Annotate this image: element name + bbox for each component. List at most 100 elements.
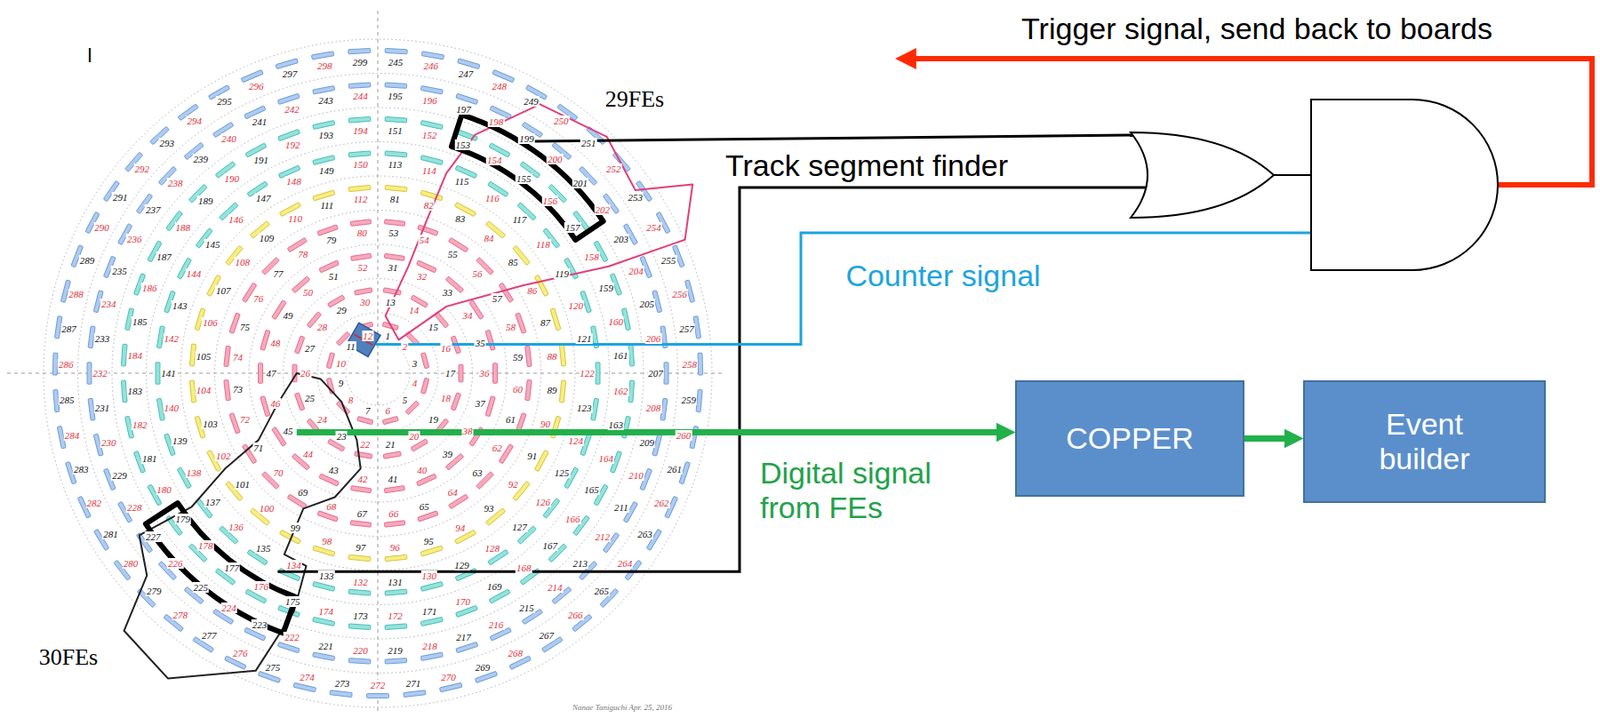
board-number: 259 — [680, 394, 697, 406]
board-number: 296 — [248, 80, 265, 92]
readout-board — [258, 363, 264, 384]
board-number: 15 — [427, 321, 440, 333]
board-number: 283 — [72, 464, 90, 475]
readout-board — [354, 451, 373, 459]
board-number: 118 — [535, 239, 552, 250]
readout-board — [485, 329, 496, 351]
readout-board — [664, 362, 669, 384]
board-number: 288 — [67, 288, 85, 300]
board-number: 90 — [539, 418, 552, 430]
board-number: 209 — [638, 437, 656, 448]
board-number: 265 — [592, 585, 610, 597]
board-number: 53 — [387, 227, 400, 239]
board-number: 221 — [317, 640, 335, 652]
board-number: 290 — [93, 222, 111, 233]
layer-circle — [317, 312, 439, 434]
readout-board — [384, 151, 408, 158]
board-number: 8 — [347, 394, 355, 406]
readout-board — [628, 380, 635, 403]
board-number: 233 — [94, 333, 112, 344]
board-number: 120 — [567, 300, 584, 312]
board-number: 98 — [320, 536, 333, 547]
board-number: 66 — [387, 508, 400, 520]
readout-board — [348, 151, 371, 158]
board-number: 219 — [386, 645, 404, 656]
board-number: 236 — [126, 233, 144, 245]
board-number: 103 — [201, 418, 219, 430]
board-number: 73 — [232, 384, 244, 395]
readout-board — [319, 473, 340, 487]
board-number: 50 — [302, 287, 314, 298]
board-number: 224 — [220, 602, 238, 614]
board-number: 17 — [444, 368, 456, 379]
process-box: COPPER — [1015, 380, 1245, 497]
readout-board — [456, 605, 479, 617]
board-number: 266 — [567, 609, 584, 621]
board-number: 131 — [386, 576, 404, 588]
board-number: 294 — [185, 115, 203, 127]
and-gate — [1311, 99, 1498, 271]
board-number: 292 — [133, 163, 151, 175]
board-number: 127 — [511, 521, 528, 533]
board-number: 223 — [251, 619, 269, 631]
readout-board — [421, 51, 444, 60]
layer-circle — [215, 210, 542, 537]
board-number: 170 — [455, 596, 472, 608]
board-number: 16 — [440, 343, 452, 354]
readout-board — [354, 288, 373, 296]
board-number: 26 — [299, 368, 312, 379]
readout-board — [450, 392, 461, 411]
board-number: 207 — [647, 368, 664, 379]
board-number: 41 — [387, 473, 400, 485]
signal-label: Track segment finder — [725, 148, 1008, 184]
board-number: 144 — [185, 268, 203, 280]
board-number: 93 — [482, 503, 495, 514]
board-number: 297 — [281, 68, 299, 80]
readout-board — [277, 641, 300, 653]
board-number: 70 — [272, 467, 284, 479]
board-number: 151 — [386, 125, 404, 136]
board-number: 293 — [158, 137, 176, 149]
readout-board — [312, 545, 336, 557]
board-number: 89 — [546, 384, 559, 396]
board-number: 31 — [387, 262, 400, 273]
board-number: 201 — [572, 177, 590, 189]
board-number: 249 — [522, 96, 540, 107]
readout-board — [367, 694, 390, 699]
readout-board — [351, 486, 372, 494]
signal-label: Counter signal — [845, 258, 1040, 294]
board-number: 54 — [418, 234, 431, 246]
board-number: 23 — [336, 431, 348, 442]
board-number: 55 — [447, 248, 459, 260]
board-number: 258 — [681, 359, 699, 370]
board-number: 12 — [361, 330, 374, 342]
board-number: 287 — [60, 323, 78, 335]
board-number: 164 — [597, 453, 615, 464]
board-number: 4 — [411, 377, 419, 389]
board-number: 179 — [174, 513, 192, 525]
board-number: 238 — [167, 177, 184, 189]
readout-region — [124, 373, 361, 679]
board-number: 34 — [461, 310, 473, 321]
board-number: 158 — [583, 251, 600, 263]
board-number: 111 — [319, 200, 335, 211]
board-number: 234 — [100, 298, 118, 310]
board-number: 59 — [512, 352, 524, 363]
board-number: 28 — [316, 321, 328, 333]
counter-symbol — [346, 322, 381, 357]
readout-board — [312, 190, 336, 201]
readout-board — [493, 363, 498, 384]
readout-board — [384, 486, 405, 494]
readout-board — [559, 380, 566, 403]
board-number: 82 — [423, 200, 435, 211]
readout-board — [312, 616, 336, 626]
board-number: 184 — [126, 350, 144, 361]
readout-board — [696, 389, 703, 412]
board-number: 20 — [408, 431, 420, 442]
board-number: 148 — [285, 176, 303, 187]
board-number: 214 — [546, 582, 564, 593]
readout-board — [312, 581, 336, 592]
board-number: 274 — [298, 672, 316, 683]
board-number: 216 — [488, 619, 505, 631]
readout-board — [87, 362, 92, 384]
